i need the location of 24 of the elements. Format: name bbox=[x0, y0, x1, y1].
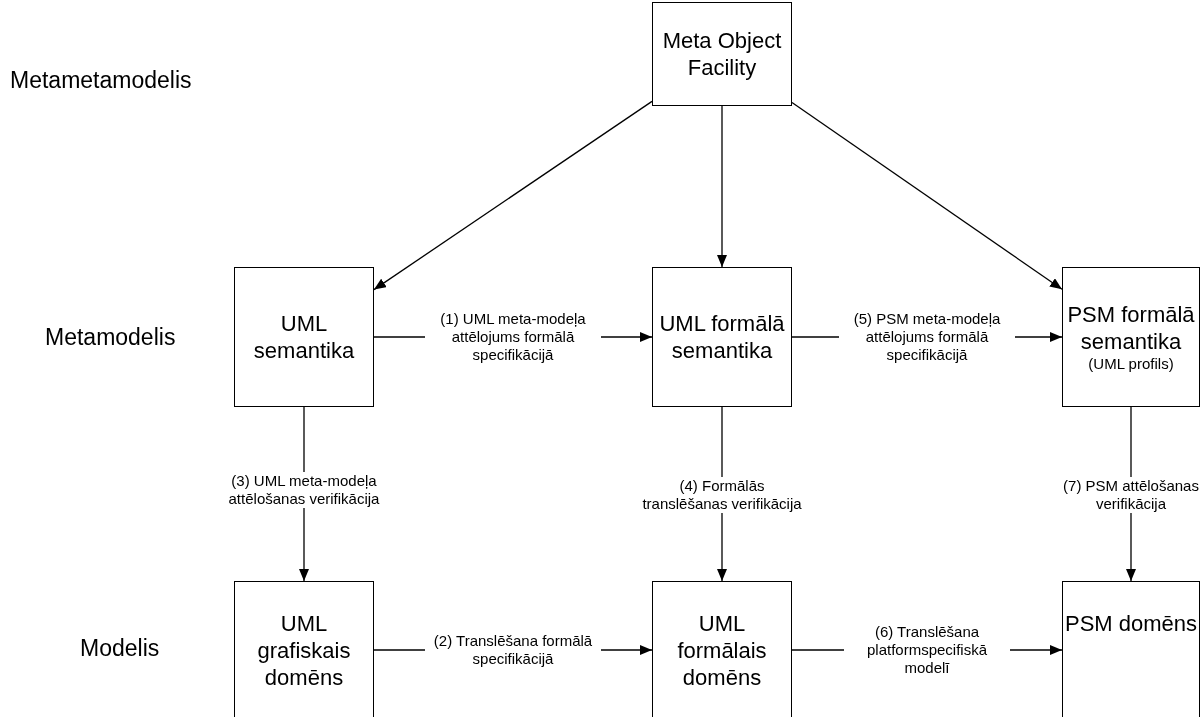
process-box bbox=[234, 581, 374, 717]
box-label: UML grafiskais domēns bbox=[256, 610, 352, 691]
box-label: Meta Object Facility bbox=[661, 27, 783, 81]
box-label: UML formālā semantika bbox=[658, 310, 786, 364]
process-box bbox=[234, 267, 374, 407]
process-box bbox=[1062, 267, 1200, 407]
box-label: UML formālais domēns bbox=[676, 610, 768, 691]
process-box bbox=[652, 2, 792, 106]
process-box bbox=[652, 581, 792, 717]
arrow bbox=[791, 101, 1063, 290]
box-label: (UML profils) bbox=[1088, 355, 1174, 373]
edge-label: (2) Translēšana formālā specifikācijā bbox=[425, 632, 601, 668]
level-label: Modelis bbox=[80, 634, 160, 662]
box-label: PSM formālā semantika bbox=[1066, 301, 1196, 355]
box-label: UML semantika bbox=[252, 310, 356, 364]
level-label: Metamodelis bbox=[45, 323, 176, 351]
edge-label: (1) UML meta-modeļa attēlojums formālā specifikācijā bbox=[425, 310, 601, 364]
process-box bbox=[652, 267, 792, 407]
process-box bbox=[1062, 581, 1200, 717]
arrow bbox=[373, 100, 653, 291]
arrow bbox=[717, 105, 727, 268]
box-label: PSM domēns bbox=[1064, 610, 1198, 637]
level-label: Metametamodelis bbox=[10, 66, 192, 94]
edge-label: (5) PSM meta-modeļa attēlojums formālā specifikācijā bbox=[839, 310, 1015, 364]
